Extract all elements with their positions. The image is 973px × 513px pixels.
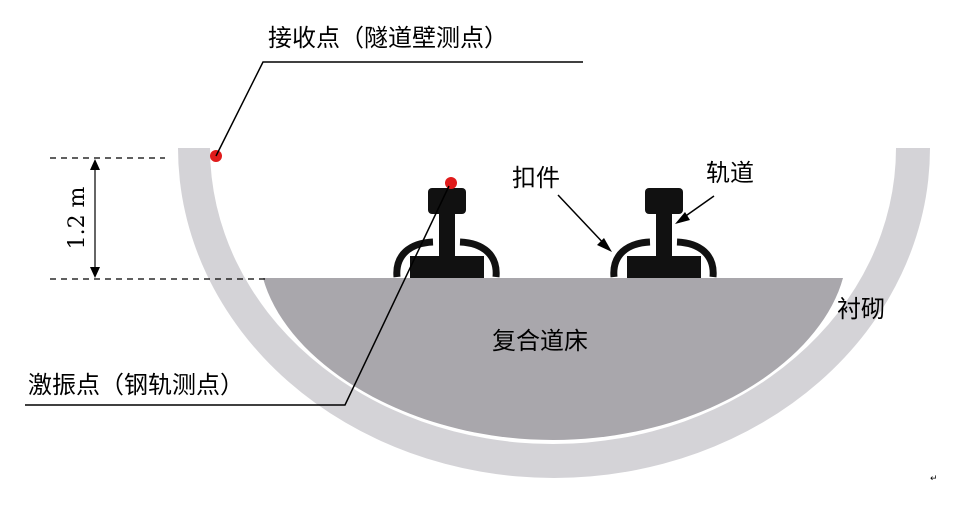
left-rail-head xyxy=(428,188,466,214)
track-bed-label: 复合道床 xyxy=(492,327,588,355)
right-fastener-clip xyxy=(610,238,651,278)
rail-label: 轨道 xyxy=(706,159,754,187)
right-rail-base xyxy=(627,256,701,278)
fastener-label: 扣件 xyxy=(512,164,560,192)
stray-mark: ↵ xyxy=(930,474,938,484)
fastener-arrow xyxy=(557,194,609,249)
fastener-arrowhead xyxy=(597,238,612,252)
track-bed xyxy=(263,278,843,440)
exciter-point xyxy=(445,177,457,189)
height-dimension-label: 1.2 m xyxy=(65,186,90,249)
right-rail xyxy=(610,188,717,278)
left-rail-base xyxy=(410,256,484,278)
receiver-label: 接收点（隧道壁测点） xyxy=(268,24,508,52)
dimension-arrow-down xyxy=(90,267,100,278)
dimension-arrow-up xyxy=(90,159,100,170)
exciter-label: 激振点（钢轨测点） xyxy=(28,371,244,399)
left-fastener-clip xyxy=(459,238,500,278)
left-fastener-clip xyxy=(393,238,434,278)
receiver-leader-line xyxy=(215,61,583,157)
lining-label: 衬砌 xyxy=(837,295,885,323)
right-rail-head xyxy=(645,188,683,214)
left-rail xyxy=(393,188,500,278)
exciter-leader-line xyxy=(25,185,450,406)
right-fastener-clip xyxy=(676,238,717,278)
rail-arrowhead xyxy=(675,212,690,224)
right-rail-web xyxy=(656,210,672,260)
left-rail-web xyxy=(439,210,455,260)
